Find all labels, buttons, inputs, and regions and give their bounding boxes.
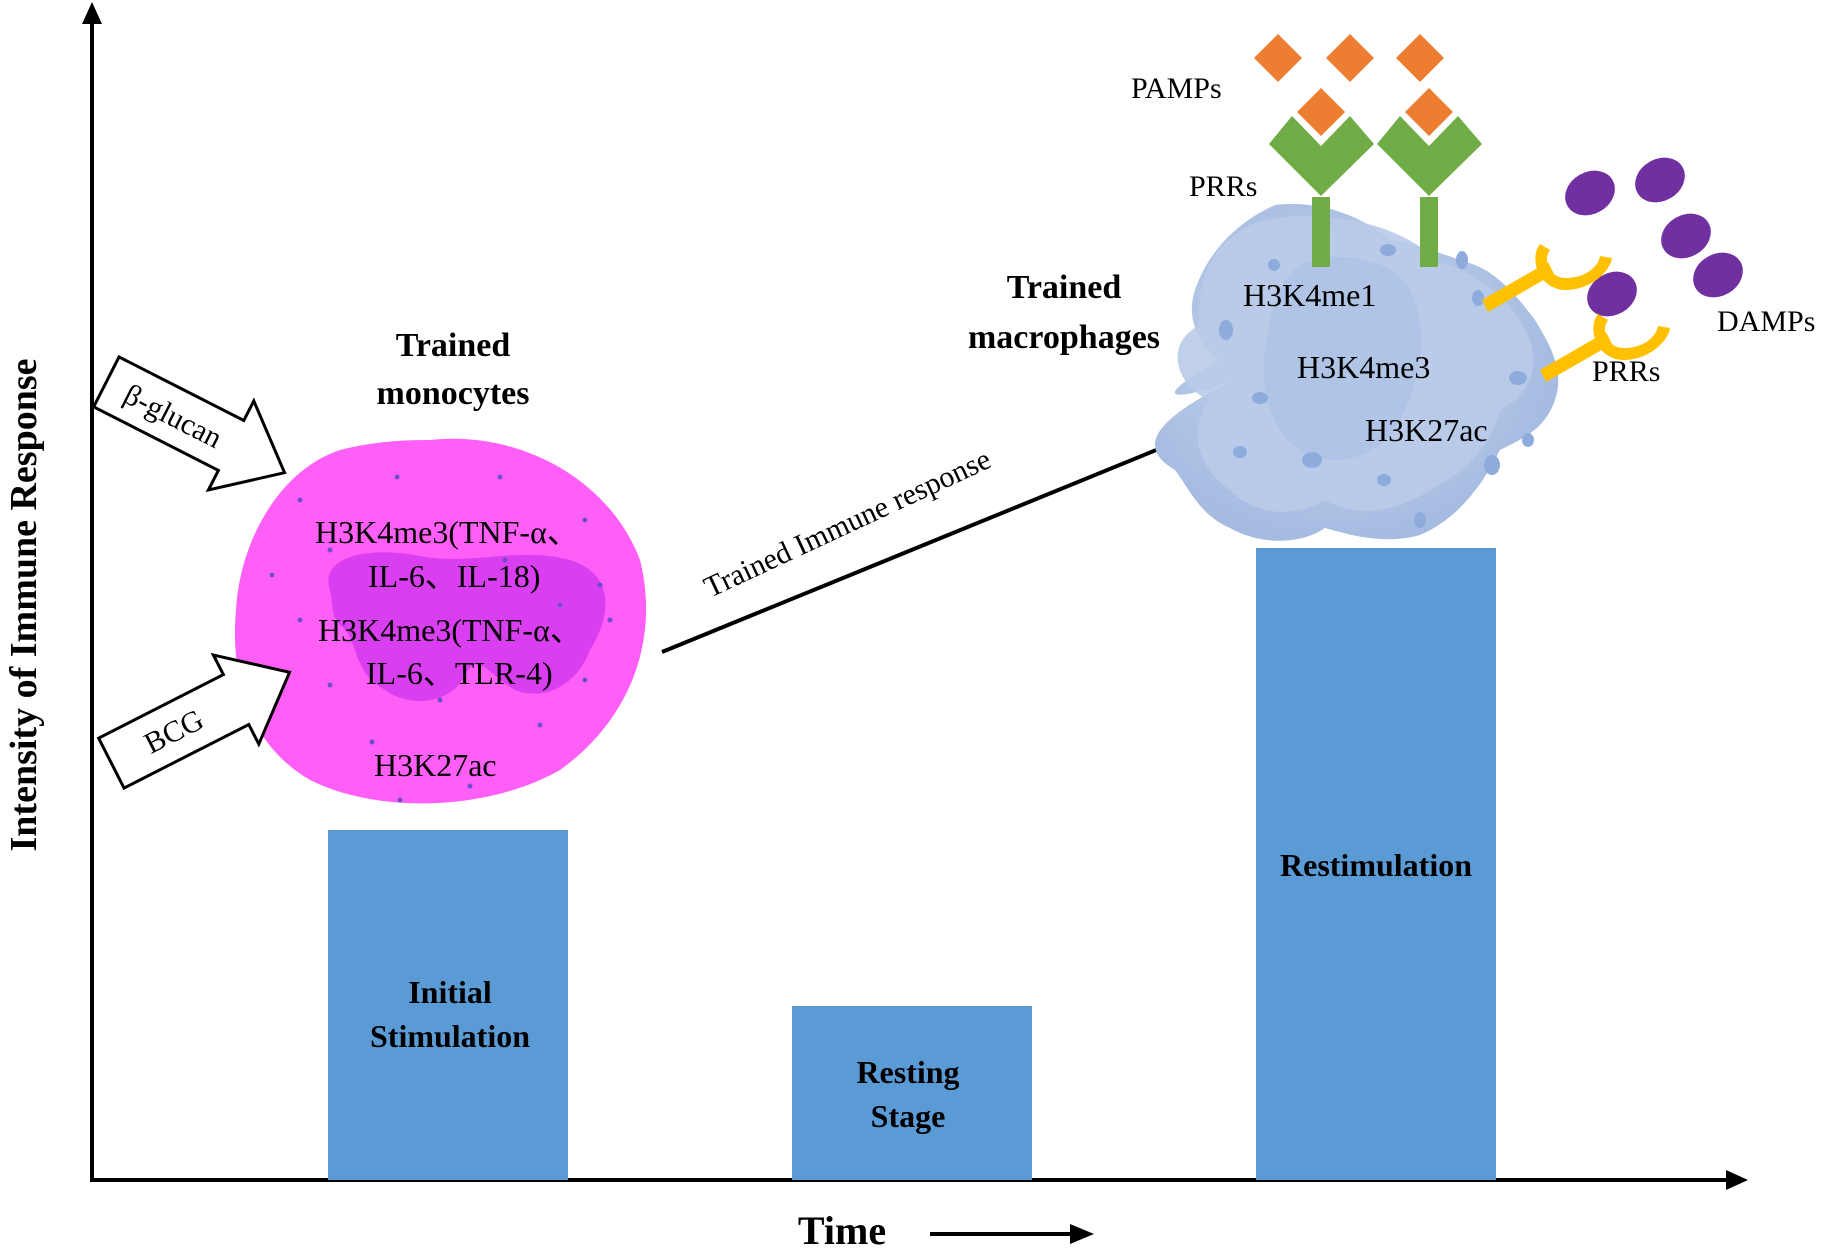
bar-initial-stimulation: Initial Stimulation	[328, 830, 568, 1180]
trained-response-label: Trained Immune response	[699, 442, 996, 604]
prr-receptor-left	[1269, 116, 1374, 267]
pamps-label: PAMPs	[1131, 72, 1222, 105]
yellow-receptor-shapes	[1482, 244, 1670, 382]
bar-resting-stage: Resting Stage	[792, 1006, 1032, 1180]
bar-restimulation-label: Restimulation	[1280, 847, 1472, 883]
prrs-top-label: PRRs	[1189, 170, 1257, 203]
monocyte-mark-1b: IL-6、IL-18)	[368, 558, 540, 594]
bcg-arrow: BCG	[96, 652, 292, 791]
monocyte-mark-2b: IL-6、TLR-4)	[366, 655, 553, 691]
prrs-right-label: PRRs	[1592, 355, 1660, 388]
macrophage-title-line2: macrophages	[968, 319, 1160, 356]
bar-restimulation: Restimulation	[1256, 548, 1496, 1180]
bar-initial-label-line1: Initial	[408, 974, 492, 1010]
monocyte-granules	[269, 474, 613, 803]
monocyte-cell: H3K4me3(TNF-α、 IL-6、IL-18) H3K4me3(TNF-α…	[234, 438, 647, 804]
x-axis-label: Time	[798, 1208, 886, 1248]
macrophage-mark-1: H3K4me1	[1243, 277, 1376, 313]
x-axis-arrowhead	[1726, 1170, 1748, 1190]
macrophage-mark-2: H3K4me3	[1297, 349, 1430, 385]
bar-resting-label-line1: Resting	[856, 1054, 959, 1090]
damps-label: DAMPs	[1717, 305, 1815, 338]
macrophage-cell: H3K4me1 H3K4me3 H3K27ac	[1155, 204, 1559, 541]
prr-receptor-right	[1377, 116, 1482, 267]
monocyte-title-line1: Trained	[396, 327, 511, 364]
monocyte-mark-3: H3K27ac	[374, 747, 497, 783]
monocyte-title-line2: monocytes	[377, 375, 530, 412]
bar-initial-label-line2: Stimulation	[370, 1018, 530, 1054]
y-axis-label: Intensity of Immune Response	[3, 359, 45, 852]
macrophage-title-line1: Trained	[1007, 269, 1122, 306]
monocyte-nucleus	[328, 552, 606, 702]
y-axis-arrowhead	[82, 2, 102, 24]
pamp-molecules	[1254, 34, 1453, 136]
bar-resting-label-line2: Stage	[871, 1098, 946, 1134]
beta-glucan-arrow: β-glucan	[91, 354, 287, 493]
macrophage-vesicles	[1219, 244, 1534, 528]
monocyte-mark-1a: H3K4me3(TNF-α、	[315, 514, 579, 550]
damp-molecules	[1565, 157, 1743, 317]
time-arrow	[930, 1224, 1094, 1244]
trained-response-arrow	[661, 422, 1217, 654]
monocyte-mark-2a: H3K4me3(TNF-α、	[318, 612, 582, 648]
macrophage-mark-3: H3K27ac	[1365, 412, 1488, 448]
